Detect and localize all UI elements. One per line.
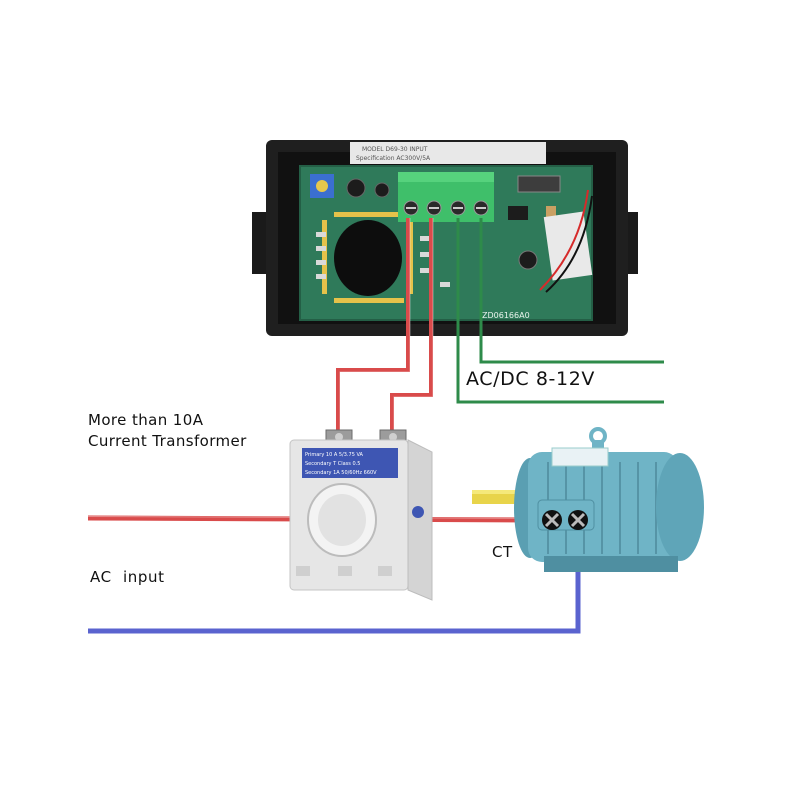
power-supply-label: AC/DC 8-12V bbox=[466, 368, 595, 390]
meter-red-lead bbox=[539, 189, 589, 291]
meter-spec-line2: Specification AC300V/5A bbox=[356, 155, 431, 162]
power-wire-green-1 bbox=[456, 218, 664, 404]
ct-plate-line2: Secondary T Class 0.5 bbox=[305, 461, 360, 467]
ct-wire-red-1 bbox=[336, 218, 410, 440]
ct-title-line1: More than 10A bbox=[88, 411, 204, 429]
panel-meter: MODEL D69-30 INPUT Specification AC300V/… bbox=[252, 140, 638, 336]
electric-motor bbox=[472, 427, 704, 572]
pcb-chip bbox=[334, 220, 402, 296]
ct-plate-line1: Primary 10 A 5/3.75 VA bbox=[305, 452, 364, 458]
ac-input-label: AC input bbox=[90, 568, 165, 586]
ct-logo bbox=[412, 506, 424, 518]
pcb-sticker bbox=[543, 211, 593, 281]
meter-spec-label bbox=[350, 142, 546, 164]
current-transformer: Primary 10 A 5/3.75 VA Secondary T Class… bbox=[289, 429, 433, 601]
motor-fan-cover bbox=[656, 453, 704, 561]
pcb-code: ZD06166A0 bbox=[482, 311, 530, 320]
ct-wire-red-2 bbox=[390, 218, 433, 440]
ct-plate-line3: Secondary 1A 50/60Hz 660V bbox=[305, 470, 377, 476]
ct-nameplate bbox=[302, 448, 398, 478]
meter-spec-line1: MODEL D69-30 INPUT bbox=[362, 146, 428, 153]
ct-label: CT bbox=[492, 543, 513, 561]
power-wire-green-2 bbox=[479, 218, 664, 364]
motor-base bbox=[544, 556, 678, 572]
pcb-capacitor bbox=[346, 178, 366, 198]
ct-title-line2: Current Transformer bbox=[88, 432, 247, 450]
